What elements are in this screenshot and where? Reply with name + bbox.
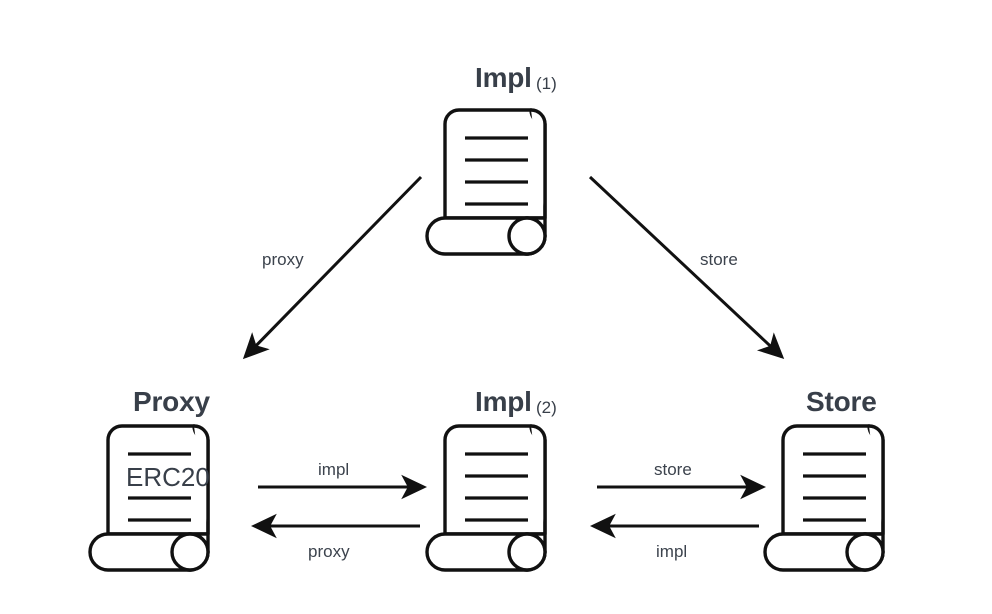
- node-proxy-scroll-icon: ERC20: [88, 424, 210, 572]
- edge-impl1-to-proxy-label: proxy: [262, 250, 304, 269]
- edge-impl1-to-store-label: store: [700, 250, 738, 269]
- node-impl2[interactable]: Impl (2): [425, 386, 557, 572]
- edge-impl2-to-proxy: proxy: [250, 513, 420, 561]
- node-store[interactable]: Store: [763, 386, 885, 572]
- edge-impl1-to-store-line: [588, 175, 785, 360]
- node-proxy-inner-text: ERC20: [126, 462, 210, 492]
- edge-store-to-impl2-label: impl: [656, 542, 687, 561]
- edge-impl1-to-proxy-line: [242, 175, 423, 360]
- node-proxy-title: Proxy: [133, 386, 210, 417]
- edge-impl1-to-store: store: [588, 175, 785, 360]
- edge-impl2-to-store: store: [597, 460, 767, 500]
- node-impl2-subscript: (2): [536, 398, 557, 417]
- node-impl2-title: Impl: [475, 386, 532, 417]
- node-proxy[interactable]: Proxy ERC20: [88, 386, 211, 572]
- edges-layer: proxy store impl proxy store: [242, 175, 785, 561]
- edge-impl1-to-proxy: proxy: [242, 175, 423, 360]
- node-impl1-title: Impl: [475, 62, 532, 93]
- edge-store-to-impl2: impl: [589, 513, 759, 561]
- node-impl1-scroll-icon: [425, 108, 547, 256]
- node-impl1[interactable]: Impl (1): [425, 62, 557, 256]
- edge-proxy-to-impl2: impl: [258, 460, 428, 500]
- node-impl2-scroll-icon: [425, 424, 547, 572]
- node-impl1-subscript: (1): [536, 74, 557, 93]
- node-store-title: Store: [806, 386, 877, 417]
- node-store-scroll-icon: [763, 424, 885, 572]
- edge-proxy-to-impl2-label: impl: [318, 460, 349, 479]
- edge-impl2-to-proxy-label: proxy: [308, 542, 350, 561]
- edge-impl2-to-store-label: store: [654, 460, 692, 479]
